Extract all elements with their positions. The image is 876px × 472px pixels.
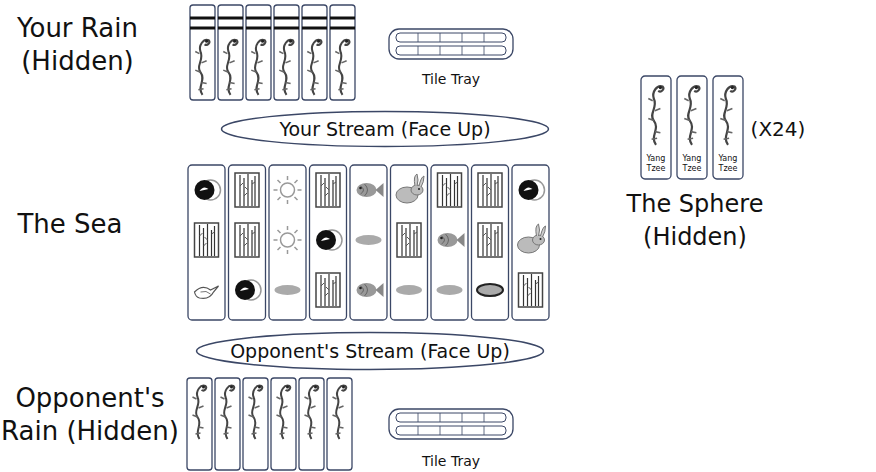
area-label: The Sea: [5, 208, 135, 241]
dragon-art: [223, 40, 237, 95]
tile-bar: [190, 18, 355, 28]
dragon-art: [221, 386, 235, 440]
tile-name: Yang Tzee: [642, 154, 670, 174]
tile-body: [677, 76, 707, 179]
dragon-art: [335, 40, 349, 95]
bird-symbol: [195, 286, 219, 298]
bamboo-symbol: [519, 273, 543, 307]
your-rain-tiles: [190, 5, 355, 100]
stream-ellipse: Opponent's Stream (Face Up): [195, 331, 545, 371]
bamboo-symbol: [235, 223, 259, 257]
tray-slot: [396, 426, 506, 435]
dragon-art: [648, 86, 663, 145]
sea-tile: [472, 165, 509, 320]
sun-symbol: [274, 226, 302, 254]
tile-tray: Tile Tray: [388, 408, 514, 470]
sea-symbols: [195, 173, 546, 307]
tile-name: Yang Tzee: [678, 154, 706, 174]
fish-symbol: [357, 183, 384, 197]
area-label: The Sphere (Hidden): [620, 188, 770, 254]
dragon-art: [720, 86, 735, 145]
sea-tile: [431, 165, 468, 320]
moon-symbol: [195, 180, 221, 200]
tray-outline: [388, 408, 514, 440]
sea-tile: [269, 165, 306, 320]
dragon-art: [251, 40, 265, 95]
dragon-art: [277, 386, 291, 440]
tray-slot: [396, 46, 506, 55]
hidden-tile: [299, 378, 324, 470]
bamboo-symbol: [235, 173, 259, 207]
sun-symbol: [274, 176, 302, 204]
bamboo-symbol: [478, 223, 502, 257]
sphere-tile: Yang Tzee: [640, 75, 672, 180]
stone-symbol: [396, 285, 422, 295]
moon-symbol: [519, 180, 545, 200]
tray-outline: [388, 28, 514, 60]
sea-tile: [512, 165, 549, 320]
tray-label: Tile Tray: [388, 452, 514, 470]
tray-body: [389, 29, 513, 59]
tray-divider: [418, 413, 484, 435]
fish-symbol: [438, 233, 465, 247]
area-label: (X24): [746, 113, 810, 146]
area-label: Opponent's Rain (Hidden): [0, 382, 180, 448]
stream-label: Your Stream (Face Up): [220, 110, 550, 148]
dragon-art: [305, 386, 319, 440]
fish-symbol: [357, 283, 384, 297]
hidden-tile: [271, 378, 296, 470]
bamboo-symbol: [316, 173, 340, 207]
hidden-tile: [243, 378, 268, 470]
tray-label: Tile Tray: [388, 70, 514, 88]
rabbit-symbol: [518, 224, 546, 253]
moon-symbol: [316, 230, 342, 250]
bamboo-symbol: [316, 273, 340, 307]
bamboo-symbol: [195, 223, 219, 257]
hidden-tile: [215, 378, 240, 470]
hidden-tile: [327, 378, 352, 470]
bamboo-symbol: [478, 173, 502, 207]
dragon-art: [333, 386, 347, 440]
stone-symbol: [477, 284, 503, 296]
tray-slot: [396, 33, 506, 42]
dragons: [195, 40, 349, 95]
tray-divider: [418, 33, 484, 55]
dragon-art: [279, 40, 293, 95]
dragon-art: [195, 40, 209, 95]
hidden-tile: [187, 378, 212, 470]
opponent-rain-tiles: [187, 378, 352, 470]
tray-slot: [396, 413, 506, 422]
stone-symbol: [437, 285, 463, 295]
dragon-art: [193, 386, 207, 440]
tray-body: [389, 409, 513, 439]
stone-symbol: [356, 235, 382, 245]
sea-tile: [229, 165, 266, 320]
bamboo-symbol: [397, 223, 421, 257]
stream-label: Opponent's Stream (Face Up): [195, 331, 545, 371]
sea-tiles: [188, 165, 549, 320]
tile-tray: Tile Tray: [388, 28, 514, 88]
opponent-dragons: [193, 386, 347, 440]
sea-tile: [350, 165, 387, 320]
sphere-tile: Yang Tzee: [712, 75, 744, 180]
sea-tile: [188, 165, 225, 320]
dragon-art: [249, 386, 263, 440]
tile-body: [641, 76, 671, 179]
rabbit-symbol: [396, 174, 424, 203]
stream-ellipse: Your Stream (Face Up): [220, 110, 550, 148]
sphere-tile: Yang Tzee: [676, 75, 708, 180]
dragon-art: [684, 86, 699, 145]
tile-body: [713, 76, 743, 179]
sea-tile: [391, 165, 428, 320]
area-label: Your Rain (Hidden): [10, 12, 145, 78]
tile-name: Yang Tzee: [714, 154, 742, 174]
sea-tile: [310, 165, 347, 320]
stone-symbol: [275, 285, 301, 295]
dragon-art: [307, 40, 321, 95]
moon-symbol: [235, 280, 261, 300]
bamboo-symbol: [438, 173, 462, 207]
